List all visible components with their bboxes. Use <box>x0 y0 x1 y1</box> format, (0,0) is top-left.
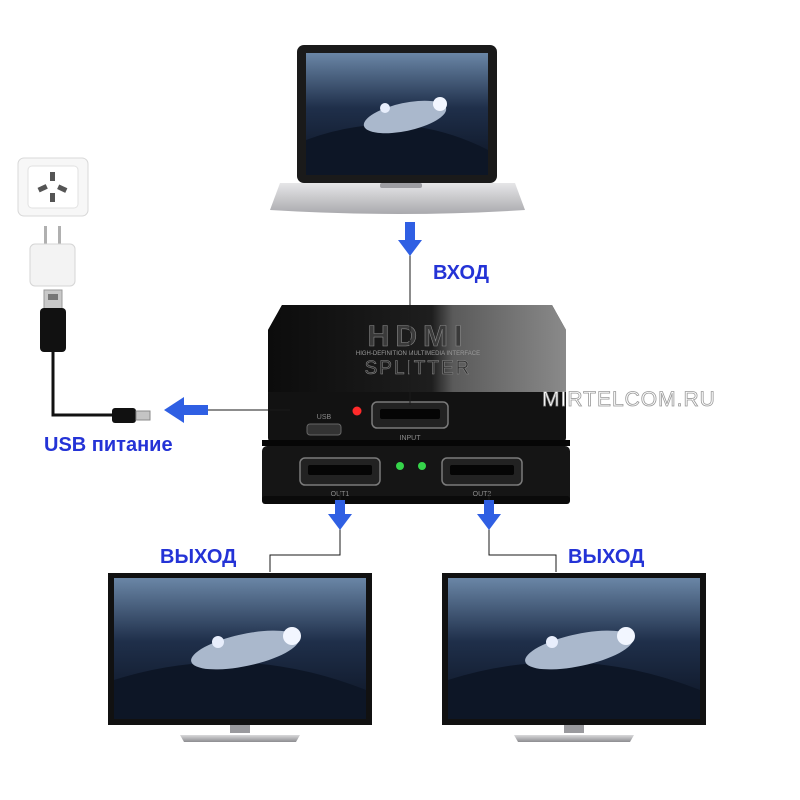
tv-left-icon <box>108 573 372 742</box>
usb-power-adapter-icon <box>30 226 75 286</box>
usb-power-label: USB питание <box>44 434 173 457</box>
output-left-label: ВЫХОД <box>160 546 236 569</box>
usb-power-arrow-icon <box>164 397 184 423</box>
laptop-icon <box>270 45 525 214</box>
input-port-label: INPUT <box>400 435 422 442</box>
device-tagline: HIGH-DEFINITION MULTIMEDIA INTERFACE <box>356 351 480 357</box>
output-left-arrow-icon <box>328 514 352 530</box>
device-logo: HDMI <box>368 320 469 353</box>
input-arrow-icon <box>398 240 422 256</box>
output-right-label: ВЫХОД <box>568 546 644 569</box>
wall-socket-icon <box>18 158 88 216</box>
watermark: MIRTELCOM.RU <box>542 388 716 412</box>
tv-right-icon <box>442 573 706 742</box>
usb-port-label: USB <box>317 414 332 421</box>
input-label: ВХОД <box>433 262 489 285</box>
output-right-arrow-icon <box>477 514 501 530</box>
device-name: SPLITTER <box>365 358 472 379</box>
usb-cable-icon <box>40 290 150 423</box>
